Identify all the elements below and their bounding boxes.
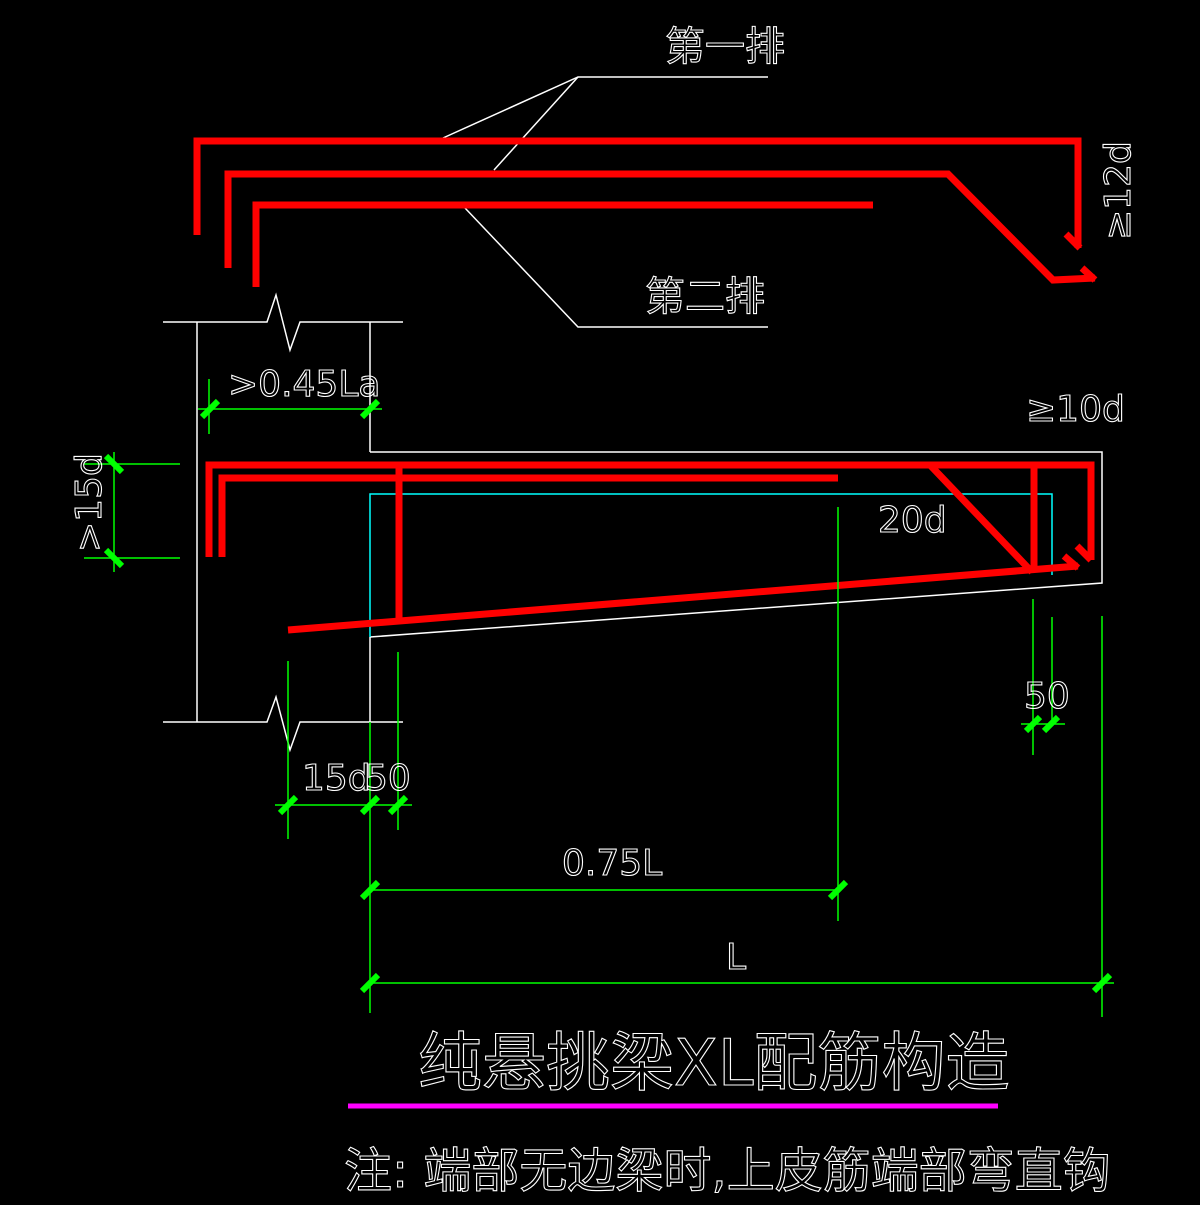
beam-top-rebar-2 <box>218 474 838 557</box>
tick <box>1041 714 1061 734</box>
tick <box>199 398 221 420</box>
tick <box>1091 972 1113 994</box>
tick <box>359 972 381 994</box>
label-anchor-045la: >0.45La <box>228 364 380 405</box>
rebar-row1-bent <box>224 170 1096 284</box>
label-down-15d: >15d <box>69 453 110 552</box>
dim-label-50-left: 50 <box>365 758 411 799</box>
tick <box>1023 714 1043 734</box>
beam-bottom-rebar-hook <box>1061 553 1081 571</box>
support-column <box>163 292 403 753</box>
beam-rebar <box>205 461 1095 634</box>
beam-top-rebar-1 <box>205 461 1095 560</box>
drawing-note: 注: 端部无边梁时,上皮筋端部弯直钩 <box>344 1143 1111 1199</box>
label-bend-20d: 20d <box>878 500 947 541</box>
tick <box>103 453 125 475</box>
dim-label-L: L <box>726 937 746 978</box>
row1-leader-branch <box>493 76 579 171</box>
beam-bottom-rebar <box>287 562 1079 634</box>
row2-leader <box>464 207 768 328</box>
rebar-row1-hook <box>1063 231 1083 251</box>
tick <box>827 879 849 901</box>
rebar-row2 <box>252 201 873 287</box>
dimension-lines <box>84 379 1114 1017</box>
label-ext-10d: ≥10d <box>1026 389 1125 430</box>
beam-top-rebar-1-hook <box>1074 543 1094 563</box>
dim-label-50-right: 50 <box>1024 676 1070 717</box>
column-top-break <box>163 292 403 353</box>
tick <box>277 794 299 816</box>
rebar-row1-outer <box>193 137 1082 248</box>
rebar-row1-bent-hook <box>1079 265 1098 283</box>
beam-outer-outline <box>369 451 1103 638</box>
label-hook-12d: ≥12d <box>1098 141 1139 240</box>
beam-inner-outline <box>369 493 1053 637</box>
label-row2: 第二排 <box>645 274 765 320</box>
tick <box>103 547 125 569</box>
dimension-ticks <box>103 398 1113 994</box>
tick <box>387 794 409 816</box>
row1-leader <box>442 76 768 139</box>
tick <box>359 879 381 901</box>
dim-label-075L: 0.75L <box>562 843 662 884</box>
tick <box>359 398 381 420</box>
tick <box>359 794 381 816</box>
top-rebar-detail <box>193 137 1098 287</box>
beam-bent-bar <box>927 462 1035 575</box>
drawing-title: 纯悬挑梁XL配筋构造 <box>418 1027 1010 1101</box>
leader-lines <box>442 76 768 328</box>
beam-outline <box>369 451 1103 638</box>
label-row1: 第一排 <box>665 24 785 70</box>
column-bottom-break <box>163 694 403 753</box>
dim-label-15d: 15d <box>302 758 371 799</box>
